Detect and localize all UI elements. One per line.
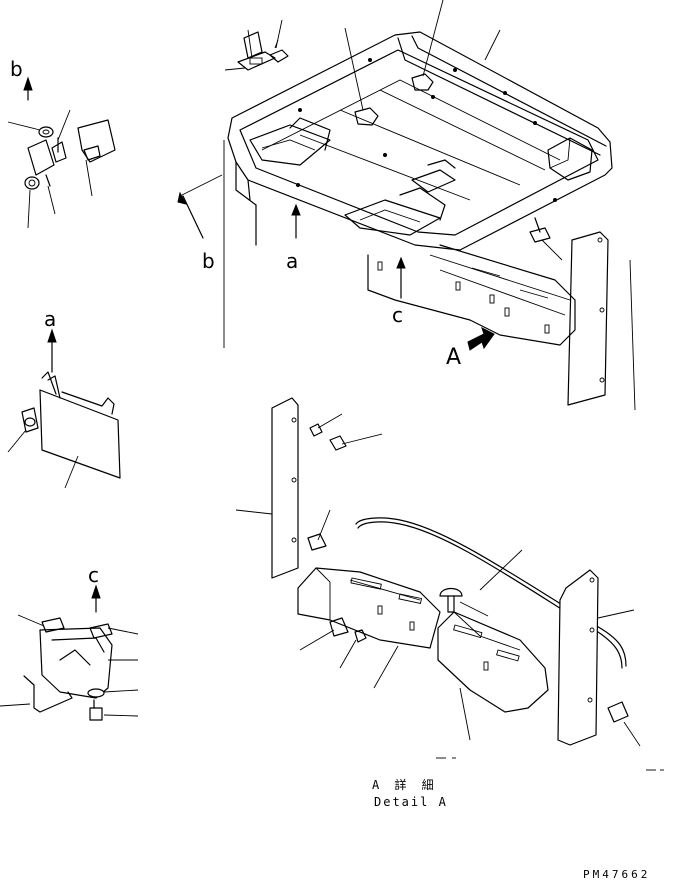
- view-arrows: [177, 191, 495, 351]
- label-a-detail: a: [44, 307, 56, 331]
- label-c-main: c: [392, 303, 403, 327]
- detail-a: [7, 328, 121, 489]
- label-a-main: a: [286, 249, 298, 273]
- detail-A: [235, 397, 664, 771]
- drawing-number: PM47662: [583, 868, 650, 881]
- caption-japanese: A 詳 細: [372, 777, 438, 792]
- label-A-view: A: [446, 345, 461, 370]
- detail-c: [0, 584, 139, 721]
- label-b-top: b: [10, 57, 23, 81]
- label-b-main: b: [202, 249, 215, 273]
- caption-english: Detail A: [374, 795, 448, 809]
- cab-floor-assembly: [181, 0, 636, 411]
- label-c-detail: c: [88, 563, 99, 587]
- detail-b: [7, 76, 116, 229]
